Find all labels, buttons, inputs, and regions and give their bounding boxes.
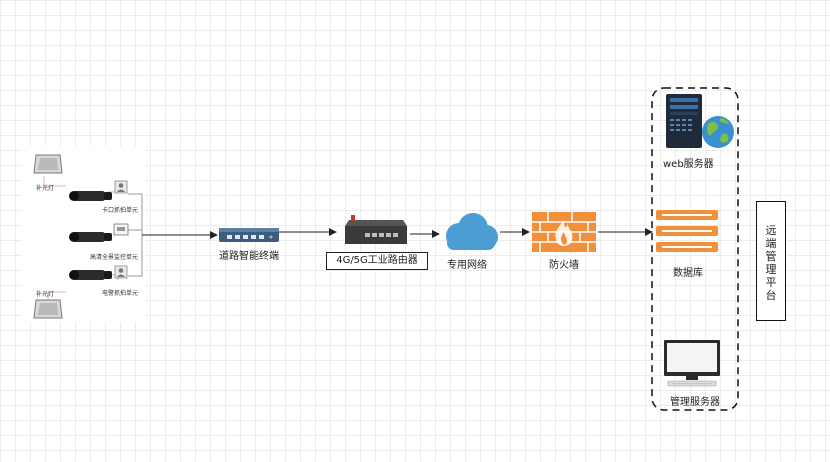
router-icon <box>345 215 407 244</box>
fill-light-label: 补光灯 <box>36 185 55 192</box>
switch-label: 道路智能终端 <box>219 251 279 262</box>
fill-light-icon <box>33 299 63 319</box>
network-switch-icon <box>219 228 279 242</box>
firewall-label: 防火墙 <box>549 260 579 271</box>
web-server-label: web服务器 <box>663 159 714 170</box>
cloud-icon <box>446 213 498 250</box>
ebike-unit-label: 电警抓拍单元 <box>102 290 139 297</box>
platform-box: 远端管理平台 <box>756 201 786 321</box>
server-group-border <box>651 87 739 411</box>
fill-light-label: 补光灯 <box>36 291 55 298</box>
person-icon <box>114 180 128 194</box>
database-icon <box>656 210 718 252</box>
platform-label: 远端管理平台 <box>765 224 777 302</box>
router-label: 4G/5G工业路由器 <box>326 252 428 270</box>
bayonet-unit-label: 卡口抓拍单元 <box>102 207 139 214</box>
private-network-label: 专用网络 <box>447 260 487 271</box>
person-icon <box>114 265 128 279</box>
database-label: 数据库 <box>673 268 703 279</box>
camera-icon <box>69 191 112 201</box>
camera-icon <box>69 270 112 280</box>
management-server-icon <box>664 340 720 387</box>
firewall-icon <box>532 212 596 252</box>
management-server-label: 管理服务器 <box>670 397 720 408</box>
fill-light-icon <box>33 154 63 174</box>
web-server-icon <box>666 94 734 148</box>
monitor-small-icon <box>113 223 129 236</box>
hd-monitor-unit-label: 高清全景监控单元 <box>90 254 139 261</box>
camera-icon <box>69 232 112 242</box>
